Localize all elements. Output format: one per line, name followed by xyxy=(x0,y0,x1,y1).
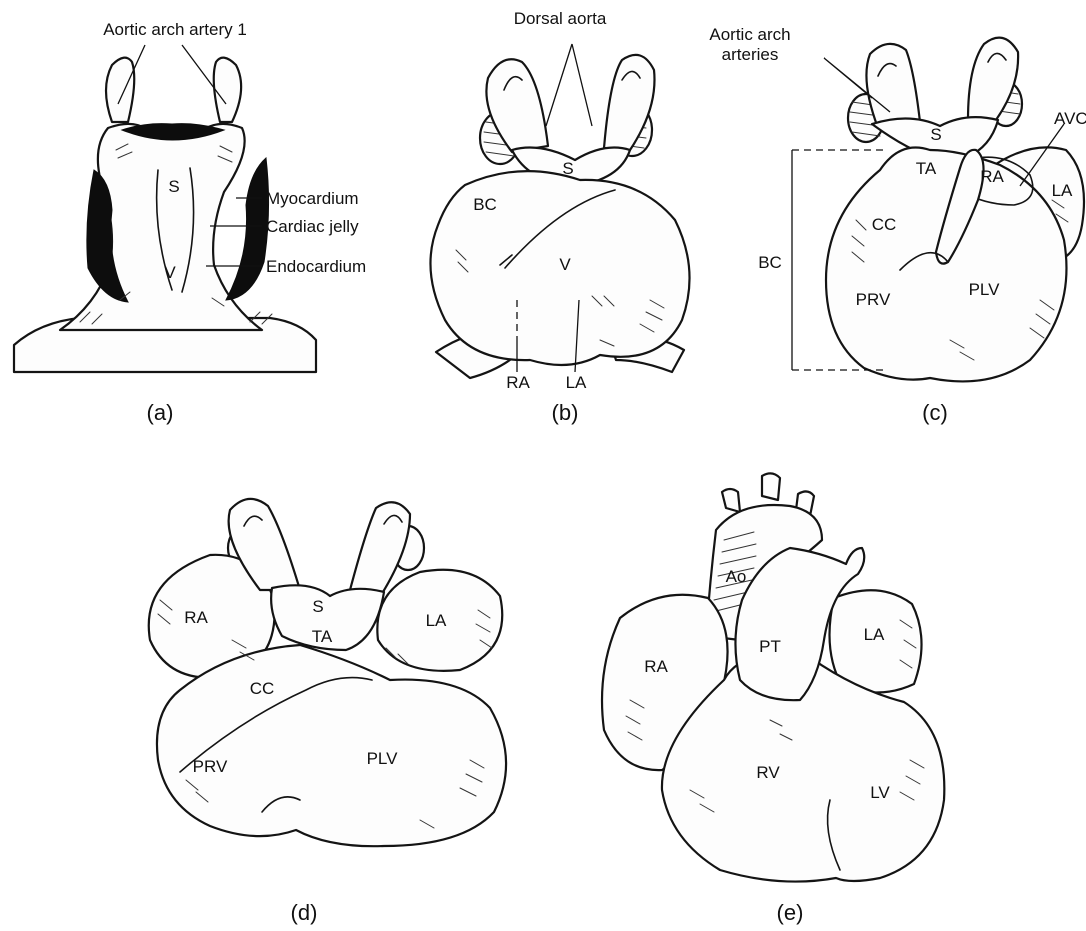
panel-e-label-ao: Ao xyxy=(726,567,747,586)
panel-c-label-plv: PLV xyxy=(969,280,1001,299)
panel-b-label-dorsal-aorta: Dorsal aorta xyxy=(514,9,607,28)
panel-c: Aortic arch arteries S TA RA AVC LA CC B… xyxy=(709,25,1086,425)
panel-c-caption: (c) xyxy=(922,400,948,425)
panel-a-label-cardiac-jelly: Cardiac jelly xyxy=(266,217,359,236)
panel-d: RA S TA LA CC PRV PLV (d) xyxy=(149,499,506,925)
panel-a-label-endocardium: Endocardium xyxy=(266,257,366,276)
panel-d-label-ra: RA xyxy=(184,608,208,627)
panel-b: Dorsal aorta S BC V RA LA (b) xyxy=(430,9,689,425)
panel-a-label-myocardium: Myocardium xyxy=(266,189,359,208)
panel-b-label-s: S xyxy=(562,159,573,178)
panel-a-arch-right xyxy=(214,58,241,122)
panel-b-label-bc: BC xyxy=(473,195,497,214)
panel-d-label-prv: PRV xyxy=(193,757,228,776)
panel-d-ventricles xyxy=(157,645,506,846)
panel-c-arch-left xyxy=(866,44,920,128)
panel-c-label-ta: TA xyxy=(916,159,937,178)
panel-c-label-aortic-arch-arteries-line2: arteries xyxy=(722,45,779,64)
panel-c-label-bc: BC xyxy=(758,253,782,272)
panel-d-label-cc: CC xyxy=(250,679,275,698)
panel-d-label-s: S xyxy=(312,597,323,616)
panel-c-label-avc: AVC xyxy=(1054,109,1086,128)
panel-c-label-cc: CC xyxy=(872,215,897,234)
panel-e-label-lv: LV xyxy=(870,783,890,802)
panel-e-caption: (e) xyxy=(777,900,804,925)
panel-b-label-la: LA xyxy=(566,373,587,392)
panel-d-label-la: LA xyxy=(426,611,447,630)
panel-e-label-ra: RA xyxy=(644,657,668,676)
panel-e-label-rv: RV xyxy=(756,763,780,782)
panel-b-label-v: V xyxy=(559,255,571,274)
panel-d-caption: (d) xyxy=(291,900,318,925)
panel-a-label-v: V xyxy=(164,263,176,282)
panel-b-caption: (b) xyxy=(552,400,579,425)
panel-d-label-ta: TA xyxy=(312,627,333,646)
panel-a-caption: (a) xyxy=(147,400,174,425)
panel-e-label-la: LA xyxy=(864,625,885,644)
panel-c-label-ra: RA xyxy=(980,167,1004,186)
panel-d-label-plv: PLV xyxy=(367,749,399,768)
panel-c-label-s: S xyxy=(930,125,941,144)
panel-c-label-la: LA xyxy=(1052,181,1073,200)
panel-a: Aortic arch artery 1 S V Myocardium Card… xyxy=(14,20,366,425)
panel-e: Ao RA PT LA RV LV (e) xyxy=(602,473,944,925)
panel-a-arch-left xyxy=(106,58,134,122)
panel-b-label-ra: RA xyxy=(506,373,530,392)
panel-e-label-pt: PT xyxy=(759,637,781,656)
panel-c-label-aortic-arch-arteries-line1: Aortic arch xyxy=(709,25,790,44)
panel-a-label-aortic-arch-artery-1: Aortic arch artery 1 xyxy=(103,20,247,39)
panel-c-label-prv: PRV xyxy=(856,290,891,309)
panel-a-label-s: S xyxy=(168,177,179,196)
